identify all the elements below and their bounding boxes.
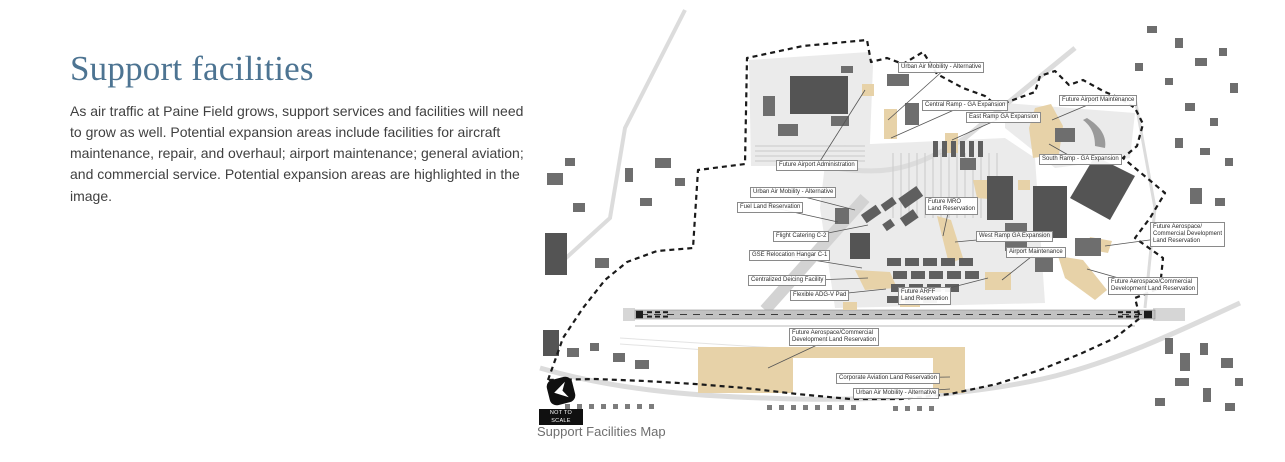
scale-badge: NOT TO SCALE [539, 376, 583, 425]
intro-section: Support facilities As air traffic at Pai… [70, 49, 526, 207]
map-label: Urban Air Mobility - Alternative [853, 388, 940, 399]
map-label: Flight Catering C-2 [773, 231, 830, 242]
intro-paragraph: As air traffic at Paine Field grows, sup… [70, 102, 524, 204]
airport-boundary [546, 38, 1167, 401]
map-label: Flexible ADG-V Pad [790, 290, 850, 301]
map-label: GSE Relocation Hangar C-1 [749, 250, 831, 261]
map-label: Central Ramp - GA Expansion [922, 100, 1009, 111]
map-label: East Ramp GA Expansion [966, 112, 1042, 123]
map-label: Centralized Deicing Facility [748, 275, 827, 286]
map-label: Fuel Land Reservation [737, 202, 804, 213]
map-label: Urban Air Mobility - Alternative [750, 187, 837, 198]
map-label: Future Airport Maintenance [1059, 95, 1138, 106]
not-to-scale-label: NOT TO SCALE [539, 409, 583, 425]
map-label: Airport Maintenance [1006, 247, 1066, 258]
map-caption: Support Facilities Map [537, 424, 666, 439]
map-label: Future Airport Administration [776, 160, 858, 171]
north-arrow-icon [546, 376, 576, 406]
page-title: Support facilities [70, 49, 314, 88]
map-label: Urban Air Mobility - Alternative [898, 62, 985, 73]
map-label: West Ramp GA Expansion [976, 231, 1053, 242]
map-label: Corporate Aviation Land Reservation [836, 373, 940, 384]
map-label: South Ramp - GA Expansion [1039, 154, 1122, 165]
